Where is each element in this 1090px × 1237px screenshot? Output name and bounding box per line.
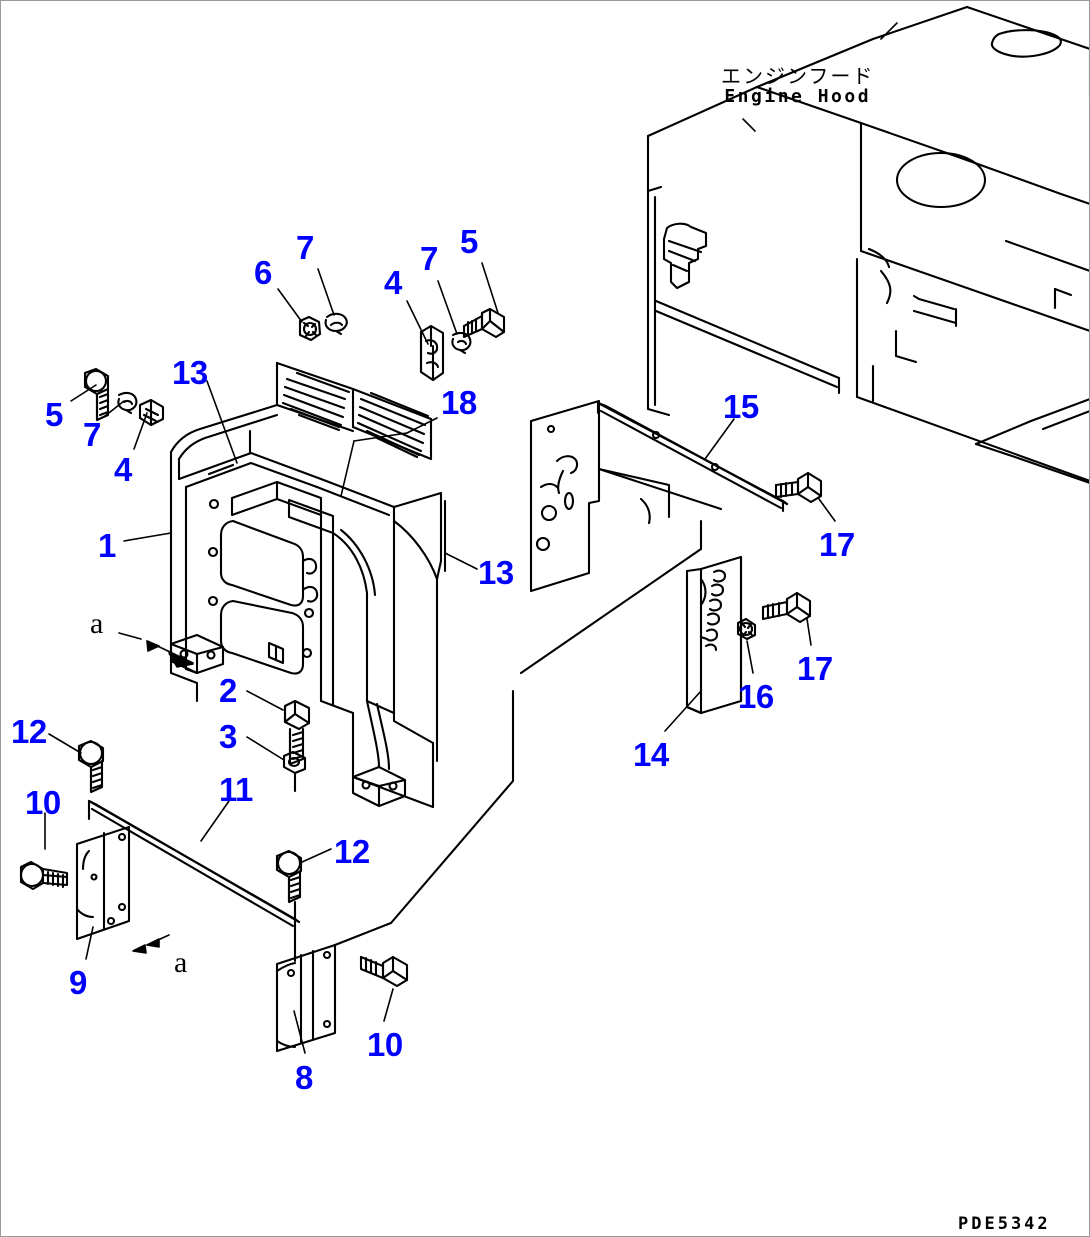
part-10-bolt-a [19, 860, 69, 891]
callout-1[interactable]: 1 [98, 527, 116, 564]
part-17-bolt-a [774, 471, 823, 504]
callout-9[interactable]: 9 [69, 964, 87, 1001]
callout-12-b[interactable]: 12 [334, 833, 370, 870]
callout-13-a[interactable]: 13 [172, 354, 208, 391]
callout-15[interactable]: 15 [723, 388, 759, 425]
part-10-bolt-b [359, 955, 409, 988]
lower-guard-assembly [75, 689, 515, 1053]
callout-7-b[interactable]: 7 [420, 240, 438, 277]
callout-5-a[interactable]: 5 [460, 223, 478, 260]
part-17-bolt-b [761, 591, 812, 624]
part-6-nut [298, 315, 322, 342]
callout-4-b[interactable]: 4 [114, 451, 132, 488]
callout-13-b[interactable]: 13 [478, 554, 514, 591]
callout-2[interactable]: 2 [219, 672, 237, 709]
callout-12-a[interactable]: 12 [11, 713, 47, 750]
callout-18[interactable]: 18 [441, 384, 477, 421]
callout-17-b[interactable]: 17 [797, 650, 833, 687]
part-7-spring-washer-a [324, 312, 348, 336]
part-3-washer [282, 750, 307, 793]
main-hood-body [169, 361, 443, 809]
section-arrow-a-bottom [132, 934, 170, 954]
engine-hood-label-japanese: エンジンフード [721, 64, 875, 88]
callout-10-b[interactable]: 10 [367, 1026, 403, 1063]
callout-17-a[interactable]: 17 [819, 526, 855, 563]
part-5-bolt-b [83, 367, 110, 422]
callout-5-b[interactable]: 5 [45, 396, 63, 433]
section-mark-a-bottom: a [174, 946, 188, 979]
right-side-panel-group [519, 399, 789, 715]
callout-8[interactable]: 8 [295, 1059, 313, 1096]
callout-7-a[interactable]: 7 [296, 229, 314, 266]
section-arrow-a-top [118, 632, 194, 668]
part-4-clip-a [419, 324, 445, 382]
callout-16[interactable]: 16 [738, 678, 774, 715]
item-13-side-panel [435, 499, 447, 763]
sheet-code: PDE5342 [958, 1214, 1051, 1234]
part-16-washer [736, 617, 757, 641]
callout-10-a[interactable]: 10 [25, 784, 61, 821]
callout-14[interactable]: 14 [633, 736, 669, 773]
callout-6[interactable]: 6 [254, 254, 272, 291]
part-5-bolt-a [462, 307, 506, 339]
part-12-bolt-a [77, 739, 105, 794]
leader-lines [44, 22, 898, 1054]
part-7-spring-washer-c [117, 391, 138, 415]
callout-4-a[interactable]: 4 [384, 264, 402, 301]
callout-7-c[interactable]: 7 [83, 416, 101, 453]
engine-hood-reference-body [646, 5, 1089, 484]
callout-11[interactable]: 11 [219, 771, 253, 808]
engine-hood-label-english: Engine Hood [724, 86, 872, 108]
engine-hood-label: エンジンフード Engine Hood [721, 65, 874, 108]
part-12-bolt-b [275, 849, 303, 923]
callout-3[interactable]: 3 [219, 718, 237, 755]
section-mark-a-top: a [90, 607, 104, 640]
